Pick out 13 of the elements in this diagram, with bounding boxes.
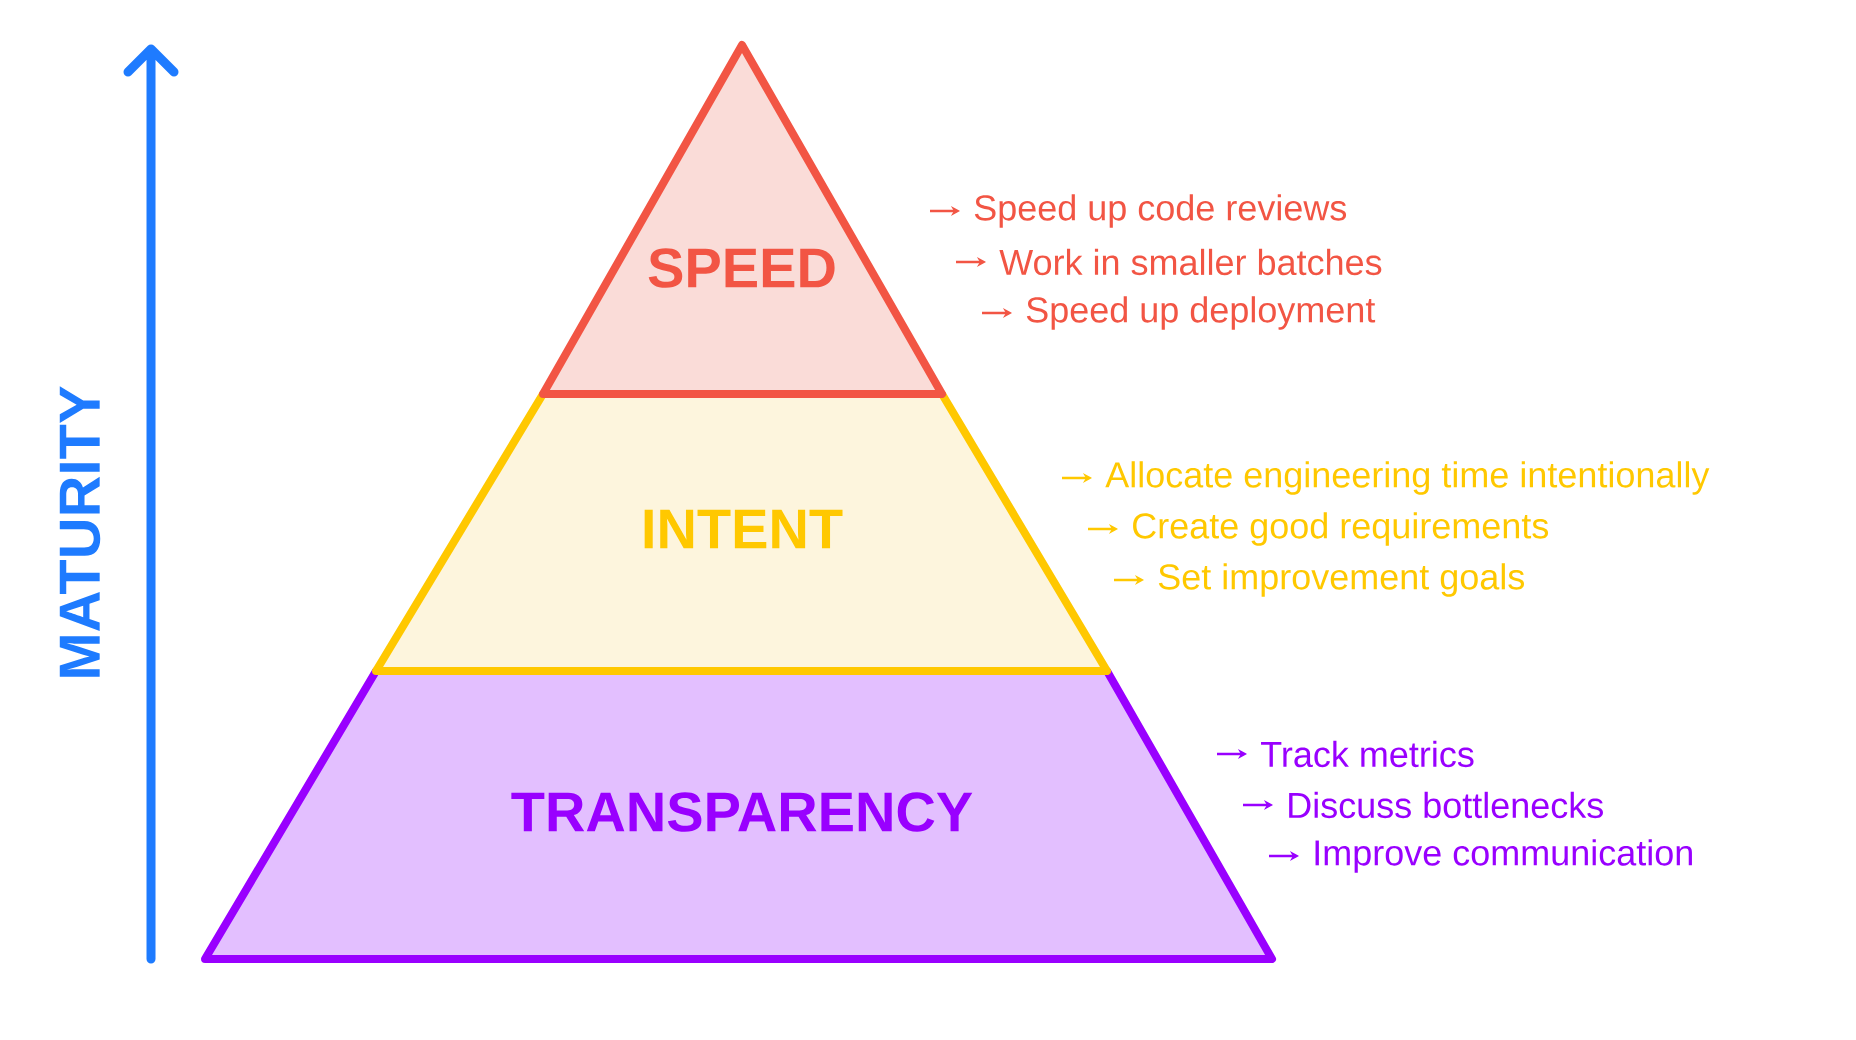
bullet-item: Discuss bottlenecks [1243, 791, 1603, 819]
bullet-item: Create good requirements [1088, 512, 1549, 546]
tier-title: SPEED [648, 248, 835, 288]
bullet-item: Speed up code reviews [930, 194, 1347, 228]
axis-label: MATURITY [59, 386, 101, 677]
tier-title: TRANSPARENCY [511, 792, 973, 832]
tier-title: INTENT [644, 509, 843, 549]
bullet-item: Set improvement goals [1114, 563, 1524, 597]
bullet-item: Speed up deployment [982, 296, 1376, 330]
bullet-item: Allocate engineering time intentionally [1062, 461, 1710, 495]
bullet-item: Work in smaller batches [956, 248, 1382, 276]
bullet-item: Improve communication [1269, 839, 1692, 873]
bullet-item: Track metrics [1217, 740, 1474, 768]
